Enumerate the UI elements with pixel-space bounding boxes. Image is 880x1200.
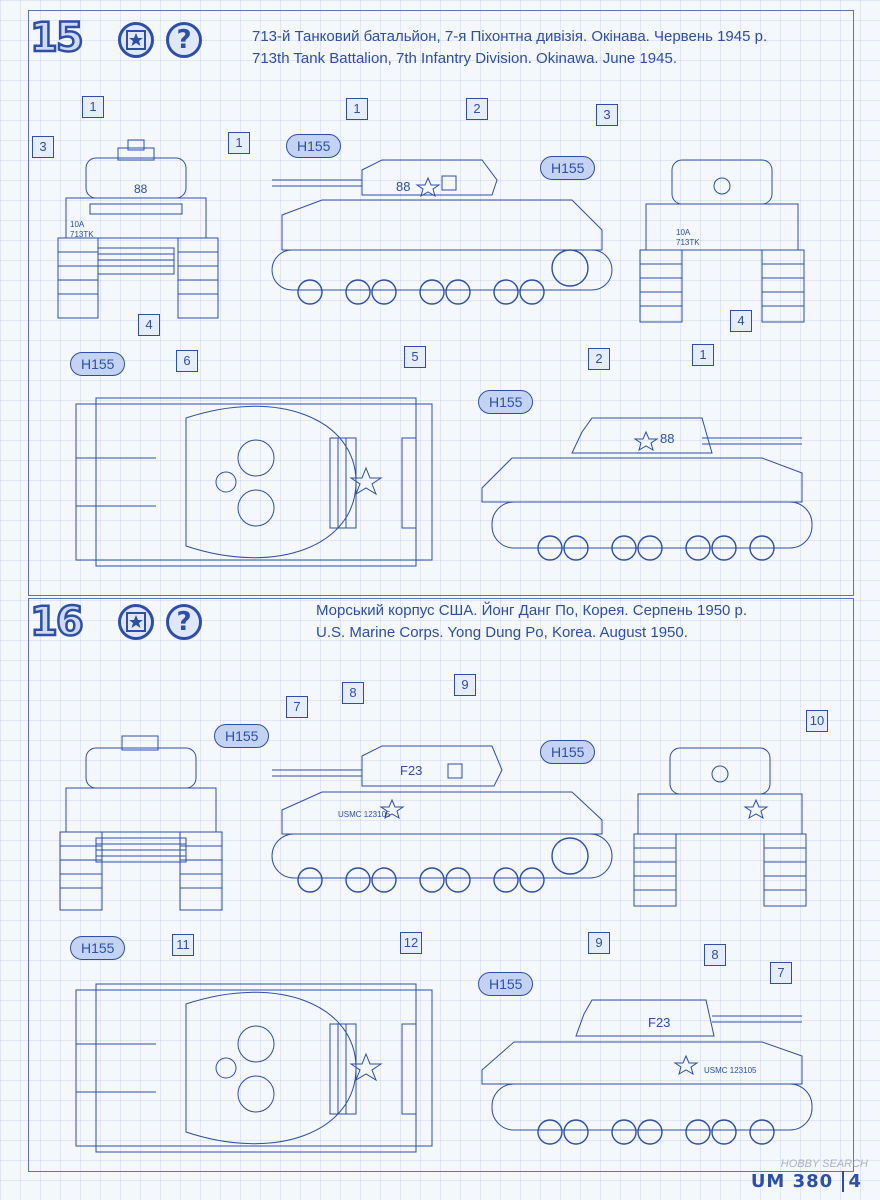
s16-callout-7a: 7	[286, 696, 308, 718]
s16-side-hull-code: USMC 123105	[338, 810, 391, 819]
section-16-frame	[28, 598, 854, 1172]
s16-paint-label-center: H155	[478, 972, 534, 996]
s15-callout-4a: 4	[138, 314, 160, 336]
s16-side-view-right	[462, 986, 822, 1150]
watermark: HOBBY SEARCH	[780, 1158, 868, 1170]
s16-side-right-turret-code: F23	[648, 1015, 671, 1030]
s16-callout-9b: 9	[588, 932, 610, 954]
s15-side-number: 88	[396, 179, 411, 194]
s16-paint-label-side: H155	[214, 724, 270, 748]
s15-callout-1d: 1	[692, 344, 714, 366]
s16-side-turret-code: F23	[400, 763, 423, 778]
s15-front-view	[48, 130, 228, 320]
star-marking-icon	[118, 604, 154, 640]
s16-callout-10: 10	[806, 710, 828, 732]
s16-paint-label-rear: H155	[540, 740, 596, 764]
s15-callout-1a: 1	[82, 96, 104, 118]
s15-callout-1b: 1	[228, 132, 250, 154]
s16-paint-label-top: H155	[70, 936, 126, 960]
section-15-caption-en: 713th Tank Battalion, 7th Infantry Divis…	[252, 50, 677, 67]
s16-front-view	[56, 720, 236, 910]
s15-paint-label-rear: H155	[540, 156, 596, 180]
s16-rear-view	[630, 730, 810, 908]
star-marking-icon	[118, 22, 154, 58]
s15-front-number: 88	[134, 182, 148, 196]
question-icon: ?	[166, 604, 202, 640]
section-16-caption-en: U.S. Marine Corps. Yong Dung Po, Korea. …	[316, 624, 688, 641]
s16-callout-11: 11	[172, 934, 194, 956]
s15-side-right-number: 88	[660, 431, 675, 446]
catalog-code: UM 380	[750, 1171, 834, 1192]
section-15-caption-uk: 713-й Танковий батальйон, 7-я Піхонтна д…	[252, 28, 768, 45]
s16-callout-12: 12	[400, 932, 422, 954]
s16-callout-8a: 8	[342, 682, 364, 704]
page-number: 4	[842, 1171, 862, 1192]
s15-rear-unit: 10A 713TK	[676, 228, 700, 247]
s15-paint-label-center: H155	[478, 390, 534, 414]
s16-callout-8b: 8	[704, 944, 726, 966]
s15-rear-view	[632, 140, 812, 325]
question-icon: ?	[166, 22, 202, 58]
section-15-number: 15	[29, 15, 85, 61]
s15-callout-1c: 1	[346, 98, 368, 120]
s15-top-view	[76, 398, 432, 566]
s15-callout-6: 6	[176, 350, 198, 372]
s16-callout-9a: 9	[454, 674, 476, 696]
s15-paint-label-top: H155	[70, 352, 126, 376]
s15-side-view	[262, 140, 622, 320]
s15-callout-3a: 3	[32, 136, 54, 158]
section-16-caption-uk: Морський корпус США. Йонг Данг По, Корея…	[316, 602, 748, 619]
s15-callout-2b: 2	[588, 348, 610, 370]
s16-side-view	[262, 730, 622, 906]
footer-code: UM 380 4	[751, 1171, 862, 1192]
s16-callout-7b: 7	[770, 962, 792, 984]
s15-callout-2a: 2	[466, 98, 488, 120]
section-15-frame	[28, 10, 854, 596]
s15-callout-3b: 3	[596, 104, 618, 126]
s15-front-unit: 10A 713TK	[70, 220, 94, 239]
s16-top-view	[76, 984, 432, 1152]
s15-side-view-right	[462, 398, 822, 570]
s15-callout-5: 5	[404, 346, 426, 368]
s15-callout-4b: 4	[730, 310, 752, 332]
s16-side-right-hull-code: USMC 123105	[704, 1066, 757, 1075]
section-16-number: 16	[29, 599, 85, 645]
s15-paint-label-side: H155	[286, 134, 342, 158]
